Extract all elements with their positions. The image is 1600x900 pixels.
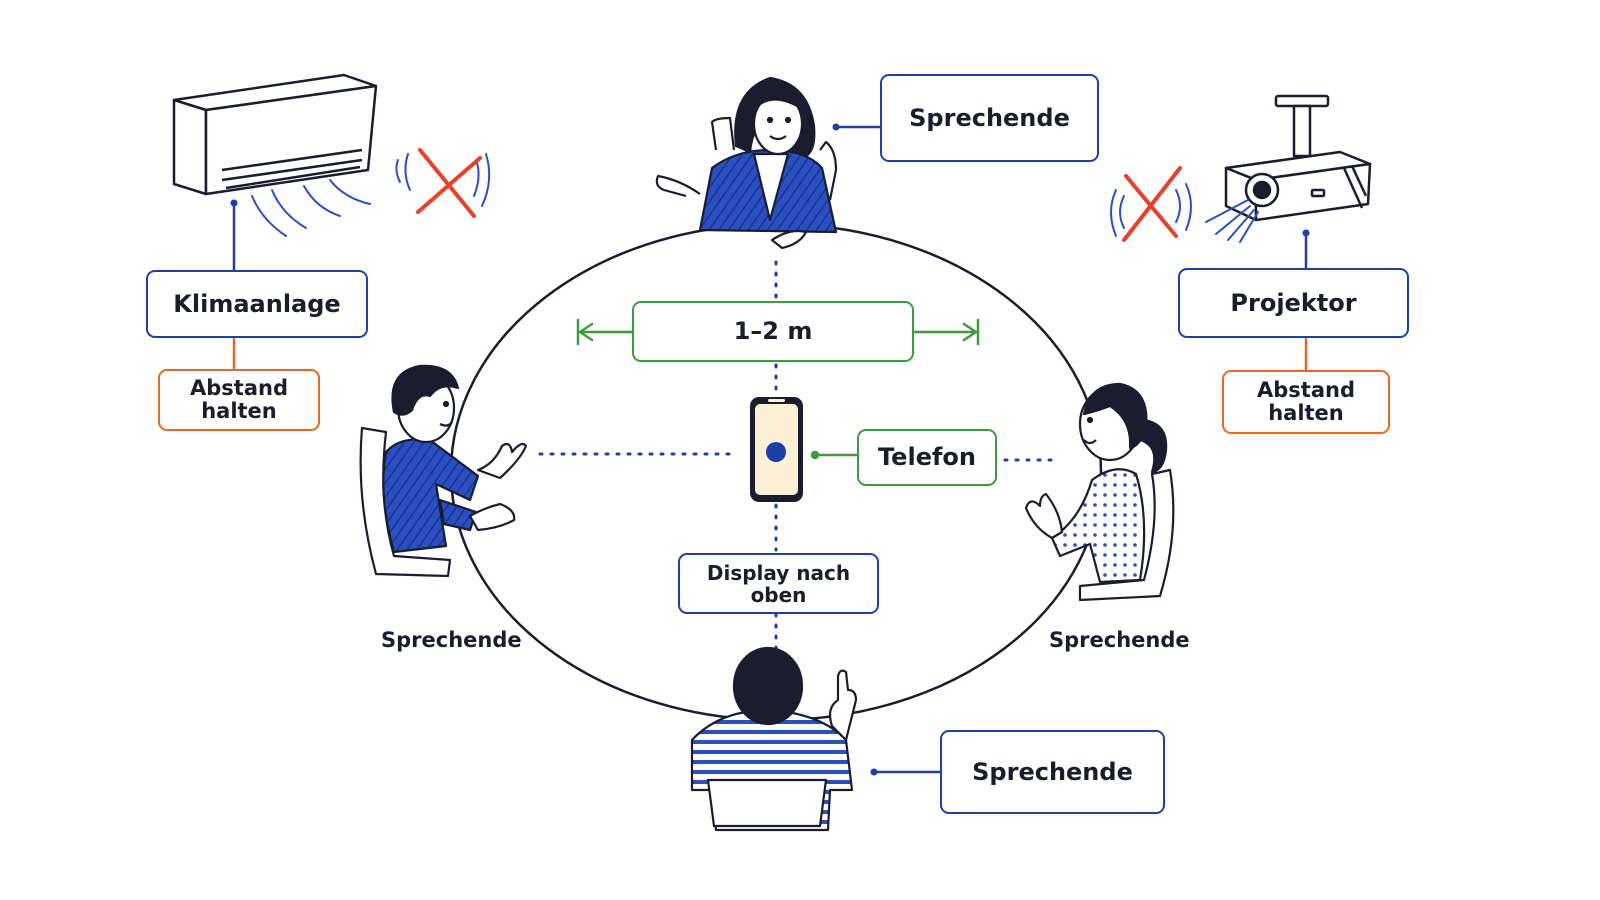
person-icon [655, 76, 838, 250]
dotted-connectors [538, 260, 1062, 652]
speaker-bottom-box: Sprechende [940, 730, 1165, 814]
person-icon [690, 646, 858, 832]
speaker-top-label: Sprechende [909, 103, 1070, 132]
display-box: Display nach oben [678, 553, 879, 614]
distance-projector-label: Abstand halten [1257, 377, 1355, 425]
speaker-right-label: Sprechende [1049, 628, 1190, 652]
air-conditioner-box: Klimaanlage [146, 270, 368, 338]
person-icon [1024, 382, 1175, 602]
no-noise-icon [1110, 166, 1192, 242]
person-icon [359, 364, 528, 578]
range-arrows [576, 318, 980, 346]
speaker-top-box: Sprechende [880, 74, 1099, 162]
distance-projector-box: Abstand halten [1222, 370, 1390, 434]
airflow-lines [251, 179, 371, 237]
projector-box: Projektor [1178, 268, 1409, 338]
phone-box: Telefon [857, 429, 997, 486]
air-conditioner-label: Klimaanlage [173, 289, 341, 318]
no-noise-icon [395, 148, 491, 218]
display-label: Display nach oben [706, 560, 851, 607]
distance-ac-label: Abstand halten [190, 375, 288, 423]
solid-connectors [232, 125, 1308, 774]
air-conditioner-icon [172, 73, 378, 196]
range-box: 1–2 m [632, 301, 914, 362]
smartphone-icon [750, 397, 803, 502]
range-label: 1–2 m [733, 317, 813, 346]
speaker-bottom-label: Sprechende [972, 757, 1133, 786]
phone-label: Telefon [878, 443, 976, 472]
distance-ac-box: Abstand halten [158, 369, 320, 431]
projector-icon [1224, 94, 1372, 222]
projector-label: Projektor [1230, 288, 1357, 317]
speaker-left-label: Sprechende [381, 628, 522, 652]
projector-beam [1205, 199, 1259, 243]
